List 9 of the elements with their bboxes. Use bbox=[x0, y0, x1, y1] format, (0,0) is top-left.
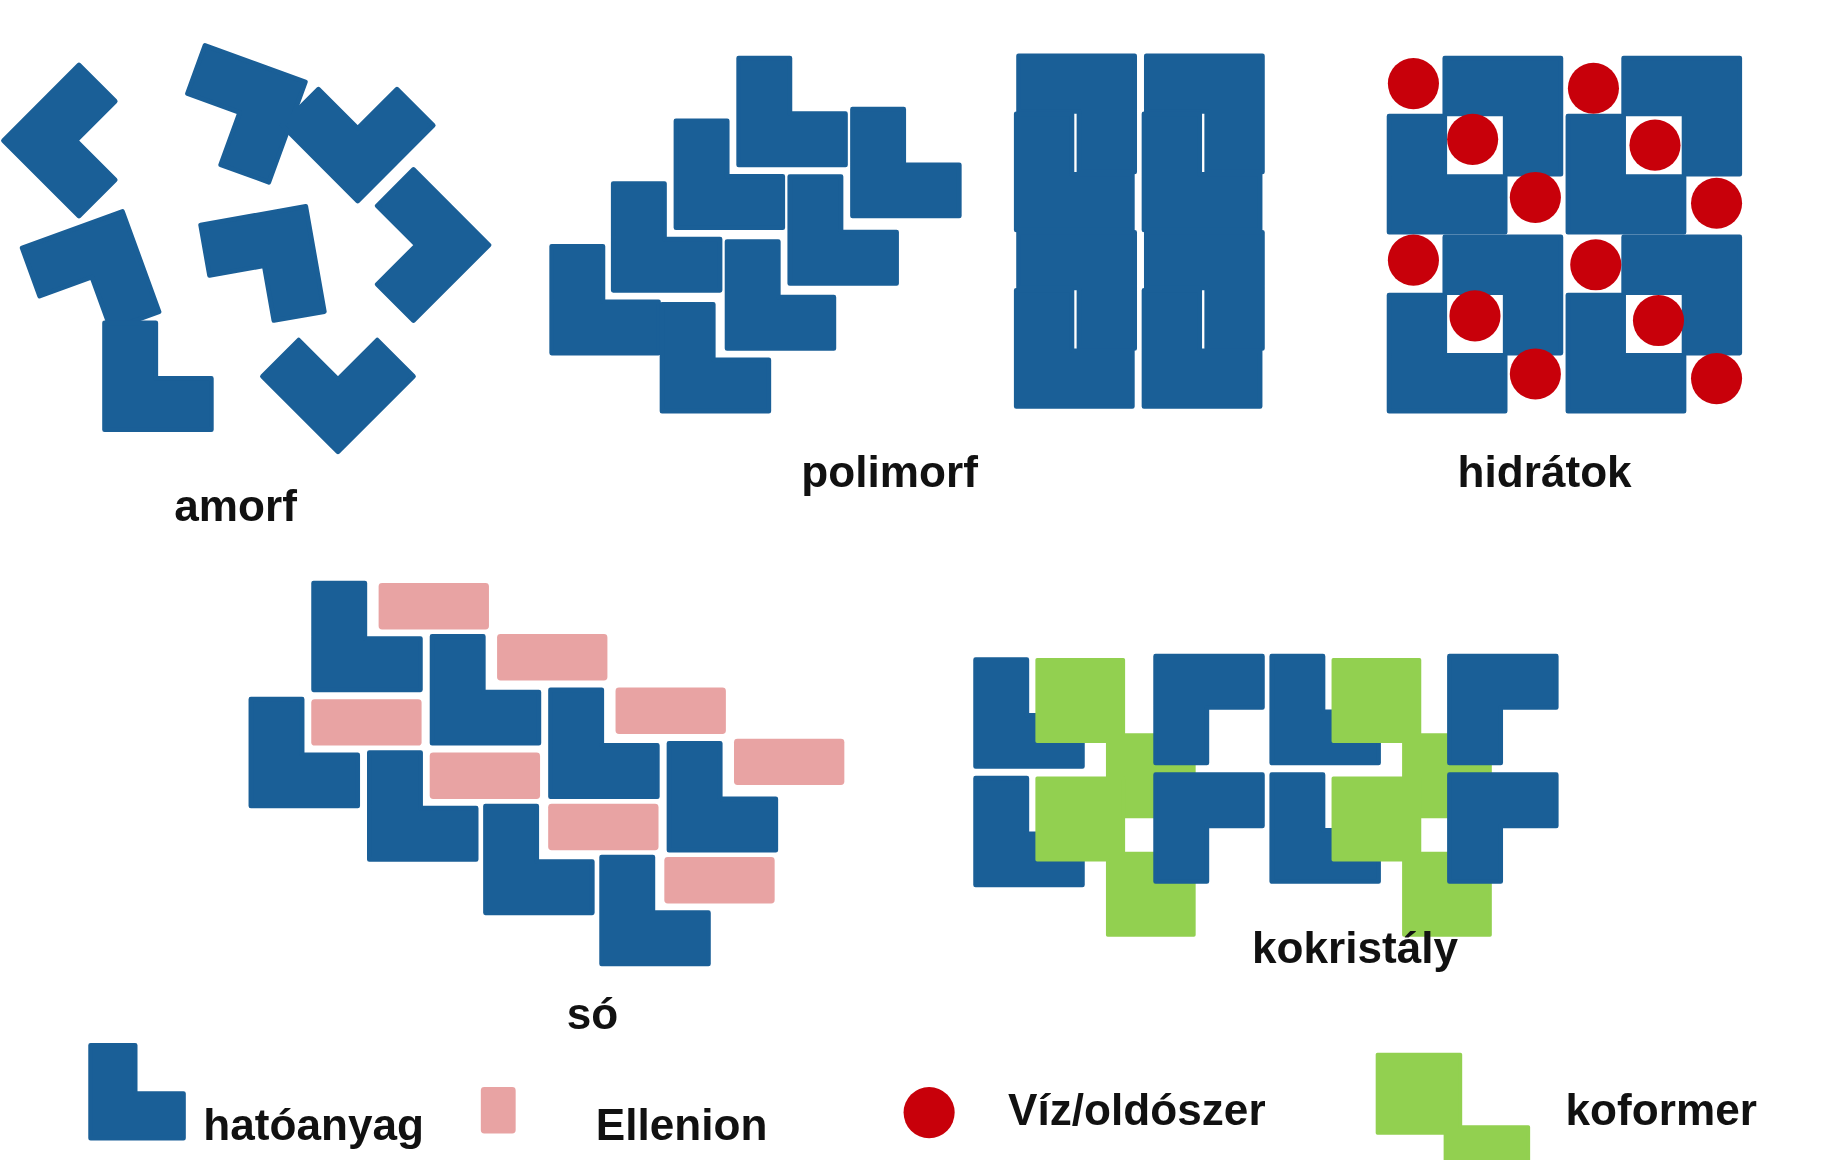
category-label: só bbox=[566, 989, 619, 1040]
category-label: amorf bbox=[174, 482, 297, 532]
category-label: polimorf bbox=[801, 447, 978, 498]
legend-label: Víz/oldószer bbox=[1008, 1085, 1266, 1136]
legend-label: Ellenion bbox=[595, 1101, 768, 1151]
category-label: kokristály bbox=[1252, 923, 1459, 974]
legend-label: hatóanyag bbox=[203, 1101, 424, 1151]
category-label: hidrátok bbox=[1457, 447, 1632, 498]
legend-label: koformer bbox=[1565, 1085, 1757, 1136]
